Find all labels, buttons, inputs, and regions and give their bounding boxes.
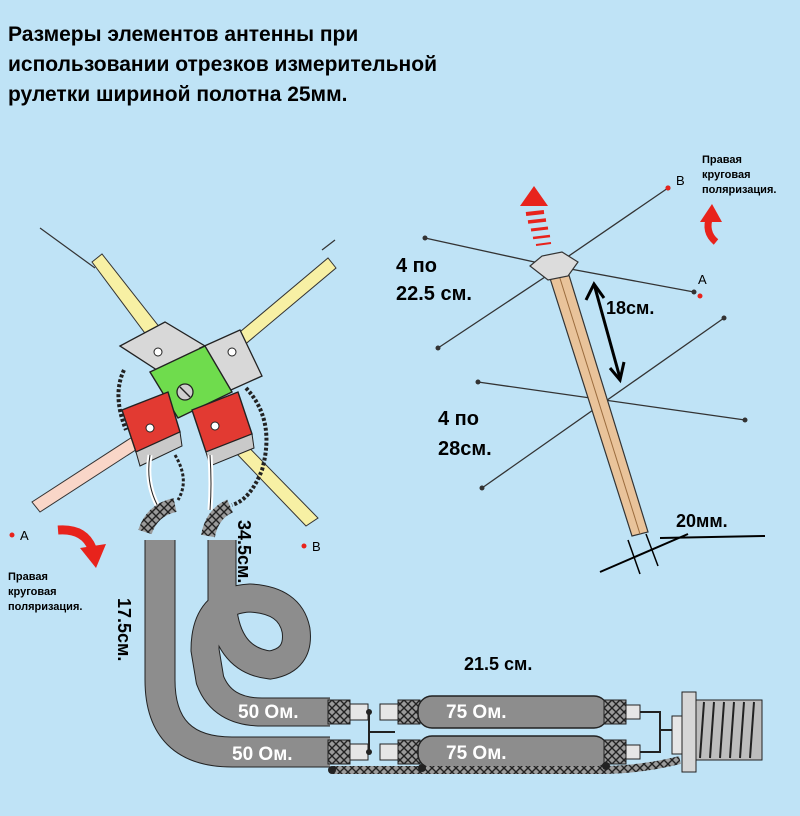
upper-elements-label-line-1: 4 по	[396, 255, 437, 277]
upper-elements-label-line-2: 22.5 см.	[396, 283, 472, 305]
left-point-a-marker	[9, 532, 15, 538]
left-point-a-label: A	[20, 528, 29, 543]
polarization-left-line-2: круговая	[8, 586, 57, 598]
boom-width-dimension	[599, 533, 766, 575]
boom-spacing-label: 18см.	[606, 298, 654, 318]
right-point-a-label: A	[698, 272, 707, 287]
left-point-b-label: B	[312, 539, 321, 554]
diagram-title: Размеры элементов антенны при использова…	[8, 23, 437, 106]
boom-spacing-dimension	[584, 281, 626, 384]
rotation-arrow-right-icon	[700, 204, 722, 245]
left-turnstile-antenna	[31, 227, 337, 538]
right-antenna-boom	[422, 185, 748, 537]
cable-length-17-5-label: 17.5см.	[114, 598, 134, 661]
ohm-75-top-label: 75 Ом.	[446, 702, 507, 723]
polarization-right-line-2: круговая	[702, 169, 751, 181]
cable-length-21-5-label: 21.5 см.	[464, 654, 532, 674]
direction-arrow-up-icon	[520, 186, 552, 246]
left-point-b-marker	[301, 543, 307, 549]
boom-width-label: 20мм.	[676, 511, 728, 531]
right-point-b-label: B	[676, 173, 685, 188]
rotation-arrow-left-icon	[57, 525, 106, 568]
polarization-right-line-3: поляризация.	[702, 184, 776, 196]
lower-elements-label-line-1: 4 по	[438, 408, 479, 430]
polarization-left-line-1: Правая	[8, 571, 48, 583]
right-point-b-marker	[665, 185, 671, 191]
polarization-right-line-1: Правая	[702, 154, 742, 166]
cable-length-34-5-label: 34.5см.	[234, 520, 254, 583]
polarization-left-line-3: поляризация.	[8, 601, 82, 613]
ohm-75-bottom-label: 75 Ом.	[446, 743, 507, 764]
ohm-50-top-label: 50 Ом.	[238, 702, 299, 723]
ohm-50-bottom-label: 50 Ом.	[232, 744, 293, 765]
coax-cables	[144, 540, 763, 774]
lower-elements-label-line-2: 28см.	[438, 438, 492, 460]
right-point-a-marker	[697, 293, 703, 299]
